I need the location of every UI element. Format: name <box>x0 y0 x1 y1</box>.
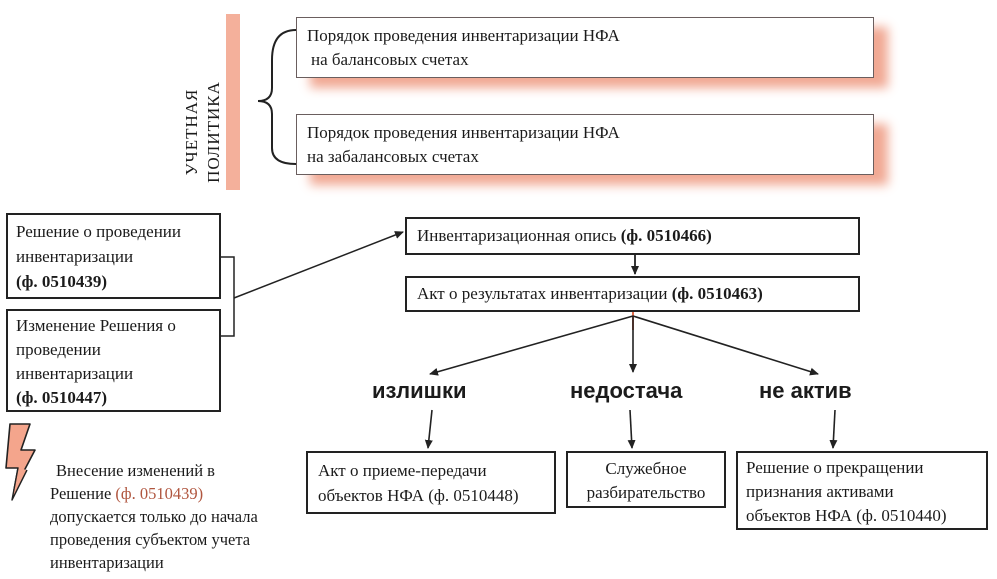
note-line2-form: (ф. 0510439) <box>115 484 204 503</box>
not-asset-doc-box: Решение о прекращении признания активами… <box>736 451 988 530</box>
policy-box-balance-line1: Порядок проведения инвентаризации НФА <box>307 26 620 45</box>
arrow-to-not-asset <box>632 315 819 376</box>
shortage-doc-line1: Служебное <box>605 459 687 478</box>
not-asset-doc-line1: Решение о прекращении <box>746 458 924 477</box>
shortage-doc-line2: разбирательство <box>586 483 706 502</box>
change-line1: Изменение Решения о <box>16 316 176 335</box>
arrow-to-surplus <box>429 315 634 376</box>
decision-line3: (ф. 0510439) <box>16 272 108 291</box>
note-line2: Решение (ф. 0510439) <box>50 482 310 505</box>
not-asset-doc-line3: объектов НФА (ф. 0510440) <box>746 506 947 525</box>
arrow-to-inventory-list <box>233 231 404 299</box>
inventory-list-form: (ф. 0510466) <box>620 226 712 245</box>
left-bracket <box>221 256 235 337</box>
surplus-doc-box: Акт о приеме-передачи объектов НФА (ф. 0… <box>306 451 556 514</box>
policy-box-offbalance-line1: Порядок проведения инвентаризации НФА <box>307 123 620 142</box>
note-text: Внесение изменений в Решение (ф. 0510439… <box>50 459 310 574</box>
inventory-list-label: Инвентаризационная опись <box>417 226 621 245</box>
change-line3: инвентаризации <box>16 364 134 383</box>
arrow-shortage-doc <box>627 409 636 449</box>
policy-box-offbalance: Порядок проведения инвентаризации НФА на… <box>296 114 874 175</box>
policy-brace <box>257 29 297 165</box>
outcome-not-asset: не актив <box>759 378 852 403</box>
results-act-form: (ф. 0510463) <box>671 284 763 303</box>
results-act-label: Акт о результатах инвентаризации <box>417 284 672 303</box>
arrow-surplus-doc <box>424 409 433 449</box>
note-line3: допускается только до начала <box>50 507 258 526</box>
shortage-doc-box: Служебное разбирательство <box>566 451 726 508</box>
note-line2-prefix: Решение <box>50 484 116 503</box>
policy-box-offbalance-line2: на забалансовых счетах <box>307 147 479 166</box>
surplus-doc-line1: Акт о приеме-передачи <box>318 461 487 480</box>
inventory-list-box: Инвентаризационная опись (ф. 0510466) <box>405 217 860 255</box>
policy-box-balance: Порядок проведения инвентаризации НФА на… <box>296 17 874 78</box>
note-line5: инвентаризации <box>50 553 164 572</box>
results-act-box: Акт о результатах инвентаризации (ф. 051… <box>405 276 860 312</box>
change-line2: проведении <box>16 340 101 359</box>
decision-line2: инвентаризации <box>16 247 134 266</box>
note-line4: проведения субъектом учета <box>50 530 251 549</box>
surplus-doc-line2: объектов НФА (ф. 0510448) <box>318 486 519 505</box>
outcome-surplus: излишки <box>372 378 467 403</box>
policy-accent-bar <box>226 14 240 190</box>
lightning-tail <box>11 467 28 501</box>
policy-box-balance-line2: на балансовых счетах <box>311 50 469 69</box>
not-asset-doc-line2: признания активами <box>746 482 894 501</box>
arrow-not-asset-doc <box>829 409 838 449</box>
change-decision-box: Изменение Решения о проведении инвентари… <box>6 309 221 412</box>
outcome-shortage: недостача <box>570 378 683 403</box>
note-line1: Внесение изменений в <box>56 461 215 480</box>
change-line4: (ф. 0510447) <box>16 388 108 407</box>
decision-line1: Решение о проведении <box>16 222 181 241</box>
decision-box: Решение о проведении инвентаризации (ф. … <box>6 213 221 299</box>
